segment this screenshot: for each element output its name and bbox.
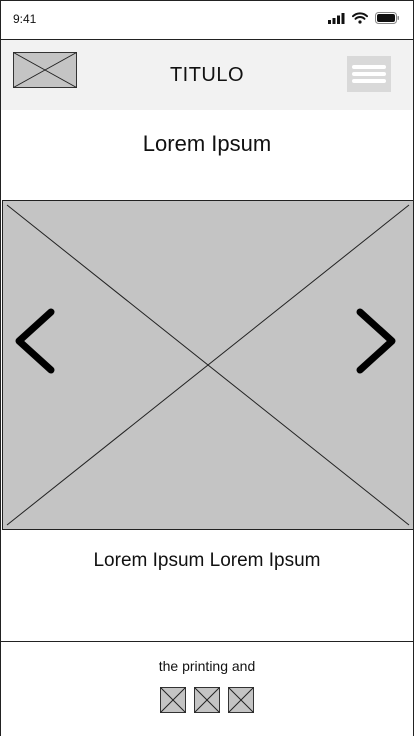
carousel-next-button[interactable]	[346, 300, 406, 380]
wifi-icon	[352, 12, 368, 24]
page-title: Lorem Ipsum	[142, 131, 272, 156]
carousel-prev-button[interactable]	[4, 300, 64, 380]
header-title: TITULO	[169, 64, 245, 86]
signal-icon	[328, 12, 345, 24]
status-bar: 9:41	[1, 1, 413, 40]
footer-icon-3-image-placeholder[interactable]	[228, 687, 254, 713]
battery-icon	[375, 12, 399, 24]
chevron-right-icon	[356, 308, 396, 374]
footer-text: the printing and	[158, 658, 256, 674]
footer-icon-1-image-placeholder[interactable]	[160, 687, 186, 713]
carousel-caption: Lorem Ipsum Lorem Ipsum	[93, 550, 321, 571]
footer-icon-2-image-placeholder[interactable]	[194, 687, 220, 713]
footer-icons	[1, 687, 413, 713]
footer: the printing and	[1, 641, 413, 736]
app-header: TITULO	[1, 40, 413, 110]
status-time: 9:41	[13, 12, 37, 26]
status-icons	[328, 12, 399, 24]
carousel-image-placeholder	[2, 200, 414, 530]
logo-image-placeholder[interactable]	[13, 52, 77, 88]
image-carousel[interactable]	[2, 200, 414, 530]
hamburger-menu-button[interactable]	[347, 56, 391, 92]
chevron-left-icon	[15, 308, 55, 374]
hamburger-menu-icon	[352, 65, 386, 83]
